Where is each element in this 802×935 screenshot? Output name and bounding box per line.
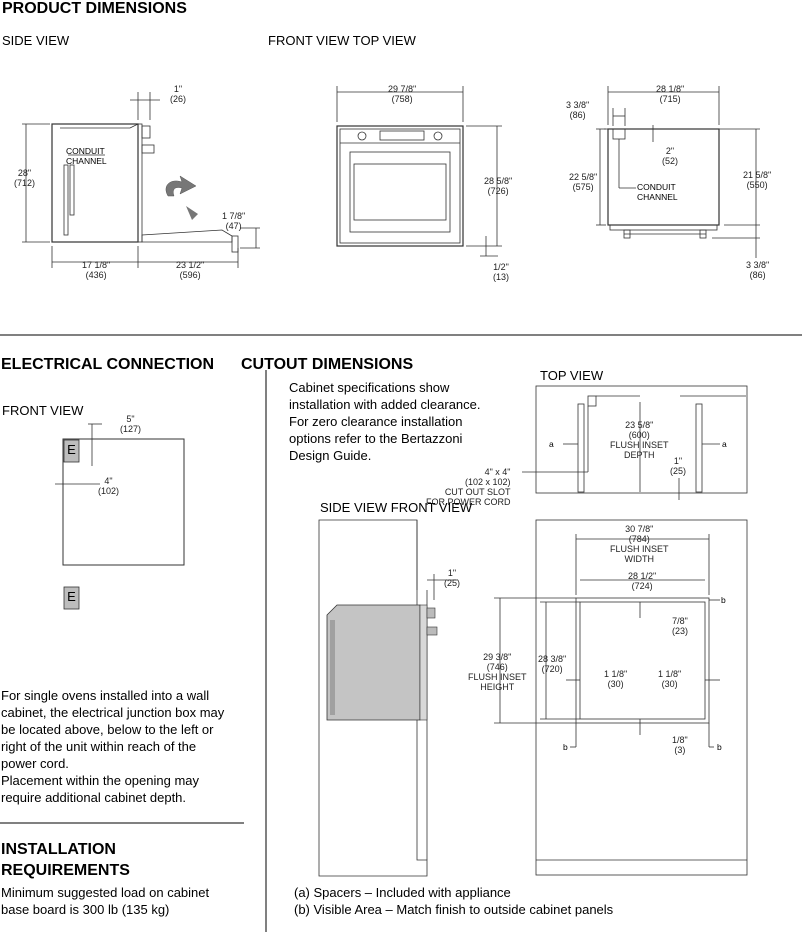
spacer-label-right: a <box>722 439 727 449</box>
visible-area-label-left: b <box>563 742 568 752</box>
door-swing-arrow-tip-icon <box>186 206 198 220</box>
spacer-label-left: a <box>549 439 554 449</box>
junction-box-marker <box>63 439 80 463</box>
dim-elec-side: 4"(102) <box>98 476 120 496</box>
label-side-view: SIDE VIEW <box>2 33 70 48</box>
dim-cutout-left-gap: 1 1/8"(30) <box>604 669 628 689</box>
cutout-notes: (a) Spacers – Included with appliance (b… <box>294 884 613 918</box>
oven-door-edge <box>330 620 335 715</box>
cutout-top-view-drawing <box>522 385 748 500</box>
dim-top-left-offset: 3 3/8"(86) <box>566 100 590 120</box>
dim-side-depth: 17 1/8"(436) <box>82 260 111 280</box>
note-visible-area: (b) Visible Area – Match finish to outsi… <box>294 902 614 917</box>
dim-cutout-side-offset: 1"(25) <box>444 568 461 588</box>
dim-top-depth-left: 22 5/8"(575) <box>569 172 598 192</box>
dim-top-depth-right: 21 5/8"(550) <box>743 170 772 190</box>
dim-front-width: 29 7/8"(758) <box>388 84 417 104</box>
installation-text: Minimum suggested load on cabinet base b… <box>1 885 210 917</box>
dim-side-door-drop: 1 7/8"(47) <box>222 211 246 231</box>
dim-side-top-offset: 1"(26) <box>170 84 187 104</box>
dim-front-height: 28 5/8"(726) <box>484 176 513 196</box>
oven-knob-top <box>426 607 436 619</box>
dim-side-door-open: 23 1/2"(596) <box>176 260 205 280</box>
dim-top-bottom-offset: 3 3/8"(86) <box>746 260 770 280</box>
cabinet-spec-text: Cabinet specifications show installation… <box>289 380 481 463</box>
junction-box-label: E <box>67 442 76 457</box>
door-swing-arrow-icon <box>165 175 197 197</box>
visible-area-label-right: b <box>717 742 722 752</box>
dim-cutout-top-gap-front: 7/8"(23) <box>672 616 689 636</box>
oven-side-silhouette <box>326 604 421 721</box>
section-title-electrical: ELECTRICAL CONNECTION <box>1 356 215 373</box>
section-title-installation-1: INSTALLATION <box>1 841 116 858</box>
label-cutout-top-view: TOP VIEW <box>540 368 604 383</box>
dim-top-width: 28 1/8"(715) <box>656 84 685 104</box>
note-spacers: (a) Spacers – Included with appliance <box>294 885 511 900</box>
label-cutout-side-front-view: SIDE VIEW FRONT VIEW <box>320 500 473 515</box>
junction-box-legend <box>63 586 80 610</box>
section-title-product-dimensions: PRODUCT DIMENSIONS <box>2 0 187 17</box>
electrical-paragraph: For single ovens installed into a wall c… <box>1 688 225 805</box>
label-electrical-front-view: FRONT VIEW <box>2 403 84 418</box>
dim-side-height: 28"(712) <box>14 168 36 188</box>
dim-cutout-right-gap: 1 1/8"(30) <box>658 669 682 689</box>
product-side-view-drawing <box>22 92 260 268</box>
section-title-cutout: CUTOUT DIMENSIONS <box>241 356 414 373</box>
dim-cutout-top-gap: 1"(25) <box>670 456 687 476</box>
label-front-top-view: FRONT VIEW TOP VIEW <box>268 33 416 48</box>
product-front-view-drawing <box>336 86 502 257</box>
dim-top-conduit-offset: 2"(52) <box>662 146 679 166</box>
dim-front-bottom: 1/2"(13) <box>493 262 510 282</box>
dim-elec-top: 5"(127) <box>120 414 142 434</box>
dim-cutout-width: 28 1/2"(724) <box>628 571 657 591</box>
dim-cutout-height: 28 3/8"(720) <box>538 654 567 674</box>
product-top-view-drawing <box>596 86 760 258</box>
oven-knob-bottom <box>426 626 438 636</box>
cutout-front-view-drawing <box>494 519 748 876</box>
junction-box-legend-label: E <box>67 589 76 604</box>
electrical-front-view-drawing <box>55 423 185 566</box>
dim-cutout-bottom-gap: 1/8"(3) <box>672 735 688 755</box>
oven-frame <box>419 604 428 721</box>
visible-area-label-top: b <box>721 595 726 605</box>
section-title-installation-2: REQUIREMENTS <box>1 862 130 879</box>
